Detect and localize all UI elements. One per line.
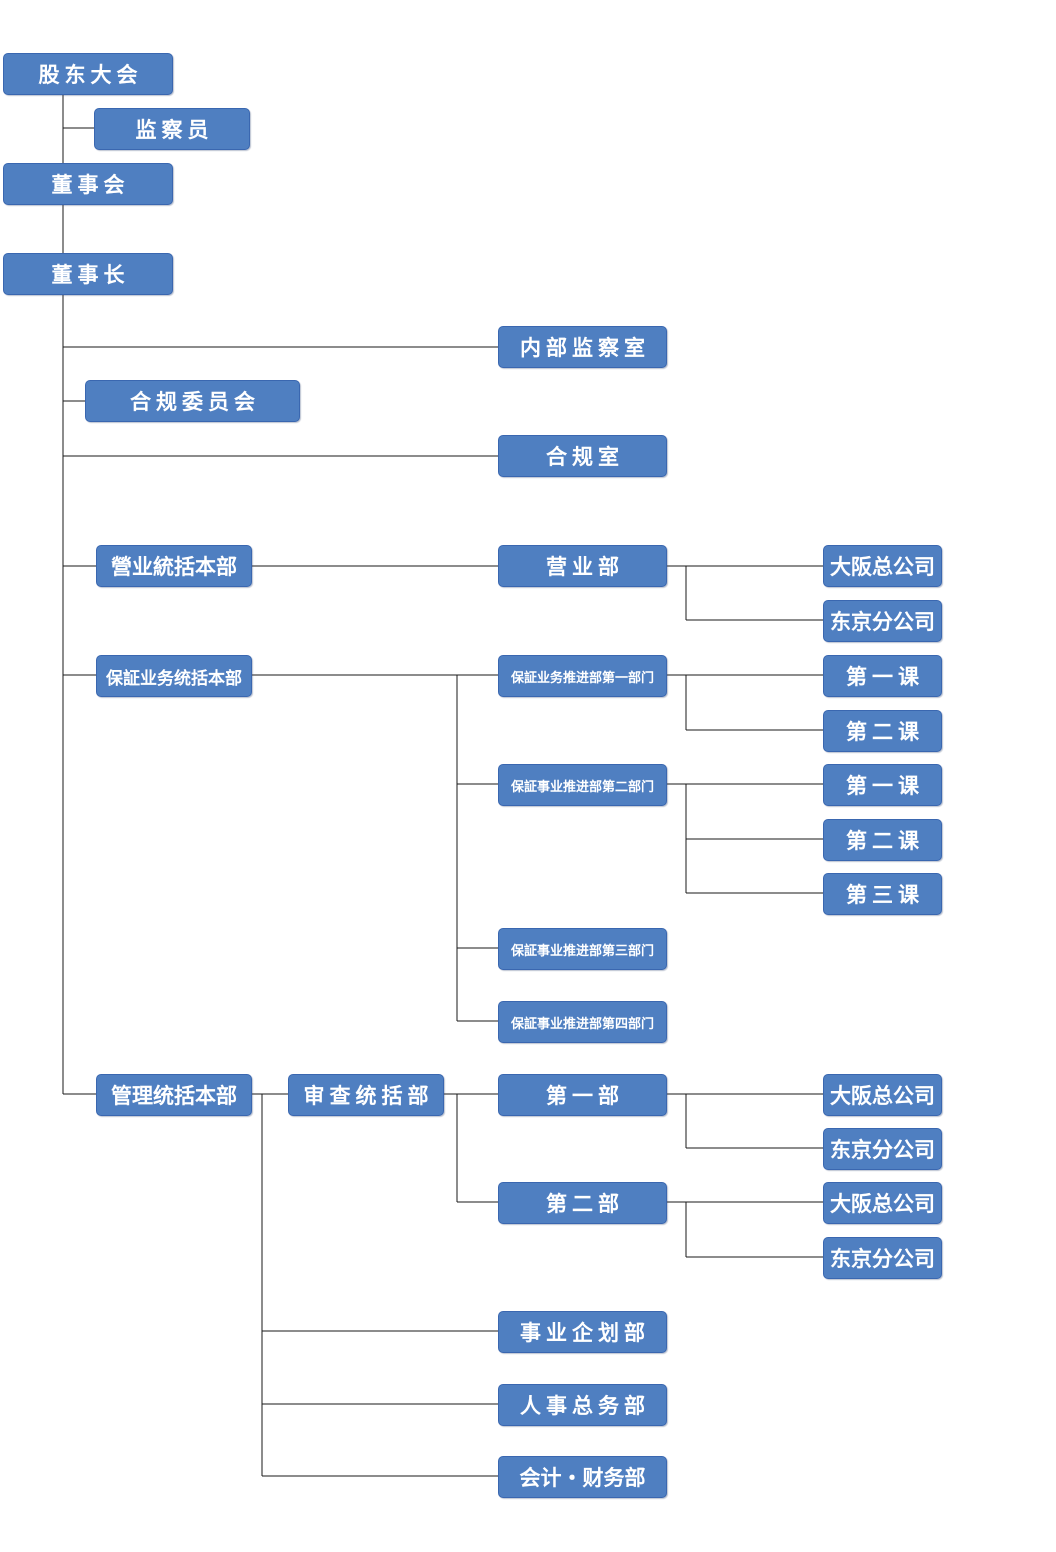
review1-tokyo-node: 东京分公司 — [823, 1128, 942, 1170]
guarantee-hq-node: 保証业务统括本部 — [96, 655, 252, 697]
div1-section1-node: 第一课 — [823, 655, 942, 697]
review2-osaka-node: 大阪总公司 — [823, 1182, 942, 1224]
sales-hq-node: 營业統括本部 — [96, 545, 252, 587]
compliance-office-node: 合规室 — [498, 435, 667, 477]
board-node: 董事会 — [3, 163, 173, 205]
guarantee-div4-node: 保証事业推进部第四部门 — [498, 1001, 667, 1043]
compliance-committee-node: 合规委员会 — [85, 380, 300, 422]
div1-section2-node: 第二课 — [823, 710, 942, 752]
internal-audit-node: 内部监察室 — [498, 326, 667, 368]
review-dept2-node: 第二部 — [498, 1182, 667, 1224]
hr-general-affairs-node: 人事总务部 — [498, 1384, 667, 1426]
sales-tokyo-node: 东京分公司 — [823, 600, 942, 642]
guarantee-div2-node: 保証事业推进部第二部门 — [498, 764, 667, 806]
div2-section2-node: 第二课 — [823, 819, 942, 861]
div2-section1-node: 第一课 — [823, 764, 942, 806]
auditor-node: 监察员 — [94, 108, 250, 150]
chairman-node: 董事长 — [3, 253, 173, 295]
business-planning-node: 事业企划部 — [498, 1311, 667, 1353]
sales-osaka-node: 大阪总公司 — [823, 545, 942, 587]
guarantee-div1-node: 保証业务推进部第一部门 — [498, 655, 667, 697]
review2-tokyo-node: 东京分公司 — [823, 1237, 942, 1279]
review-dept1-node: 第一部 — [498, 1074, 667, 1116]
accounting-finance-node: 会计・财务部 — [498, 1456, 667, 1498]
sales-dept-node: 营业部 — [498, 545, 667, 587]
admin-hq-node: 管理统括本部 — [96, 1074, 252, 1116]
guarantee-div3-node: 保証事业推进部第三部门 — [498, 928, 667, 970]
review-hq-node: 审查统括部 — [288, 1074, 444, 1116]
shareholders-node: 股东大会 — [3, 53, 173, 95]
div2-section3-node: 第三课 — [823, 873, 942, 915]
review1-osaka-node: 大阪总公司 — [823, 1074, 942, 1116]
